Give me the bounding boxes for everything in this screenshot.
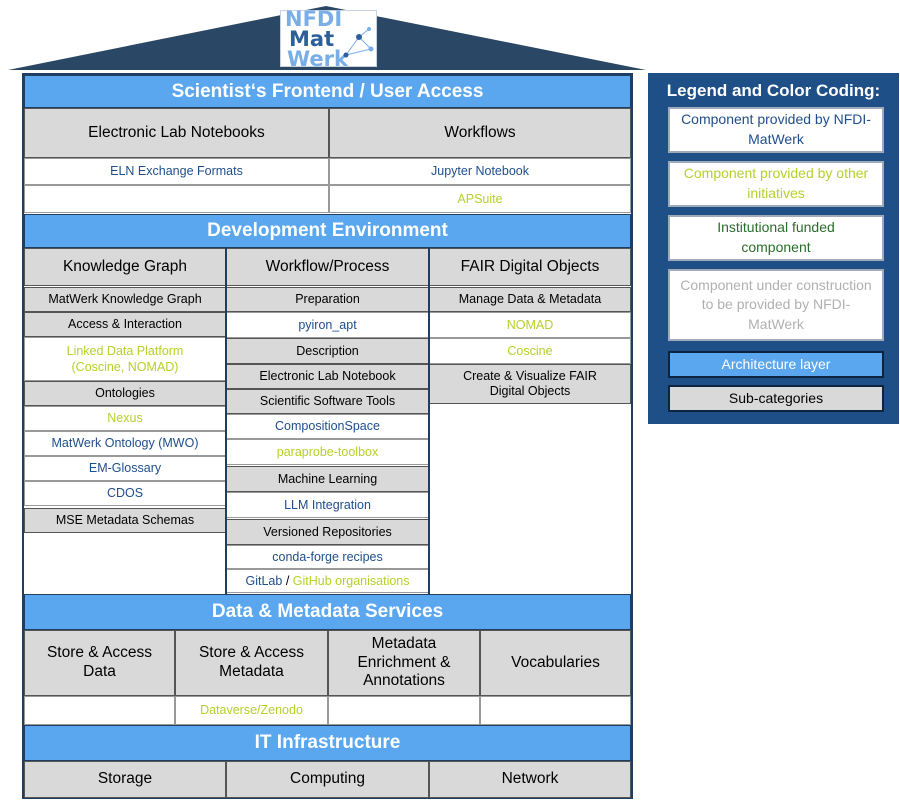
item-store-data-empty [24,696,175,725]
item-compositionspace: CompositionSpace [226,414,429,439]
sub-fair-digital-objects: FAIR Digital Objects [429,248,631,286]
legend-panel: Legend and Color Coding: Component provi… [648,73,899,424]
item-enrichment-empty [328,696,480,725]
item-nexus: Nexus [24,406,226,431]
sub-ontologies: Ontologies [24,381,226,406]
sub-workflow-process: Workflow/Process [226,248,429,286]
sub-knowledge-graph: Knowledge Graph [24,248,226,286]
item-vocabularies-empty [480,696,631,725]
sub-workflows: Workflows [329,108,631,158]
legend-institutional: Institutional funded component [668,215,884,261]
sub-description: Description [226,338,429,364]
logo-line-1: NFDI [285,6,343,31]
sub-computing: Computing [226,761,429,798]
sub-storage: Storage [24,761,226,798]
sub-vocabularies: Vocabularies [480,630,631,696]
item-mwo: MatWerk Ontology (MWO) [24,431,226,456]
logo-line-3: Werk [287,46,348,71]
legend-sub-categories: Sub-categories [668,385,884,412]
item-dataverse-zenodo: Dataverse/Zenodo [175,696,328,725]
house-frame [22,73,633,799]
sub-store-access-data: Store & Access Data [24,630,175,696]
sub-machine-learning: Machine Learning [226,466,429,492]
item-jupyter: Jupyter Notebook [329,158,631,185]
legend-architecture-layer: Architecture layer [668,351,884,378]
item-conda-forge: conda-forge recipes [226,545,429,569]
sub-mse-schemas: MSE Metadata Schemas [24,508,226,533]
item-pyiron-apt: pyiron_apt [226,312,429,338]
item-eln-exchange: ELN Exchange Formats [24,158,329,185]
gitlab-label: GitLab [245,573,283,588]
item-eln-empty [24,185,329,213]
layer-data-services: Data & Metadata Services [24,594,631,630]
sub-electronic-lab-notebook: Electronic Lab Notebook [226,364,429,389]
sub-manage-data-metadata: Manage Data & Metadata [429,287,631,312]
item-nomad: NOMAD [429,312,631,338]
nfdi-matwerk-logo: NFDI Mat Werk [280,6,377,71]
sub-store-access-metadata: Store & Access Metadata [175,630,328,696]
item-gitlab-github: GitLab / GitHub organisations [226,569,429,593]
layer-frontend: Scientist‘s Frontend / User Access [24,75,631,108]
sub-create-visualize-fdo: Create & Visualize FAIR Digital Objects [429,364,631,404]
dev-separator-1 [225,248,227,594]
item-cdos: CDOS [24,481,226,506]
layer-it-infrastructure: IT Infrastructure [24,725,631,761]
legend-other-initiatives: Component provided by other initiatives [668,161,884,207]
gitlab-github-separator: / [282,573,293,588]
sub-preparation: Preparation [226,287,429,312]
legend-title: Legend and Color Coding: [666,81,881,100]
sub-metadata-enrichment: Metadata Enrichment & Annotations [328,630,480,696]
sub-scientific-software-tools: Scientific Software Tools [226,389,429,414]
item-linked-data-platform: Linked Data Platform (Coscine, NOMAD) [24,337,226,381]
item-apsuite: APSuite [329,185,631,213]
item-coscine: Coscine [429,338,631,364]
item-paraprobe-toolbox: paraprobe-toolbox [226,439,429,465]
github-label: GitHub organisations [292,573,410,588]
sub-matwerk-kg: MatWerk Knowledge Graph [24,287,226,312]
legend-nfdi-component: Component provided by NFDI-MatWerk [668,107,884,153]
network-graphic-icon [343,27,374,58]
sub-access-interaction: Access & Interaction [24,312,226,337]
item-em-glossary: EM-Glossary [24,456,226,481]
sub-eln: Electronic Lab Notebooks [24,108,329,158]
sub-versioned-repositories: Versioned Repositories [226,519,429,545]
item-llm-integration: LLM Integration [226,492,429,518]
legend-under-construction: Component under construction to be provi… [668,269,884,341]
logo-line-2: Mat [289,26,335,51]
dev-separator-2 [428,248,430,594]
sub-network: Network [429,761,631,798]
layer-development: Development Environment [24,214,631,248]
